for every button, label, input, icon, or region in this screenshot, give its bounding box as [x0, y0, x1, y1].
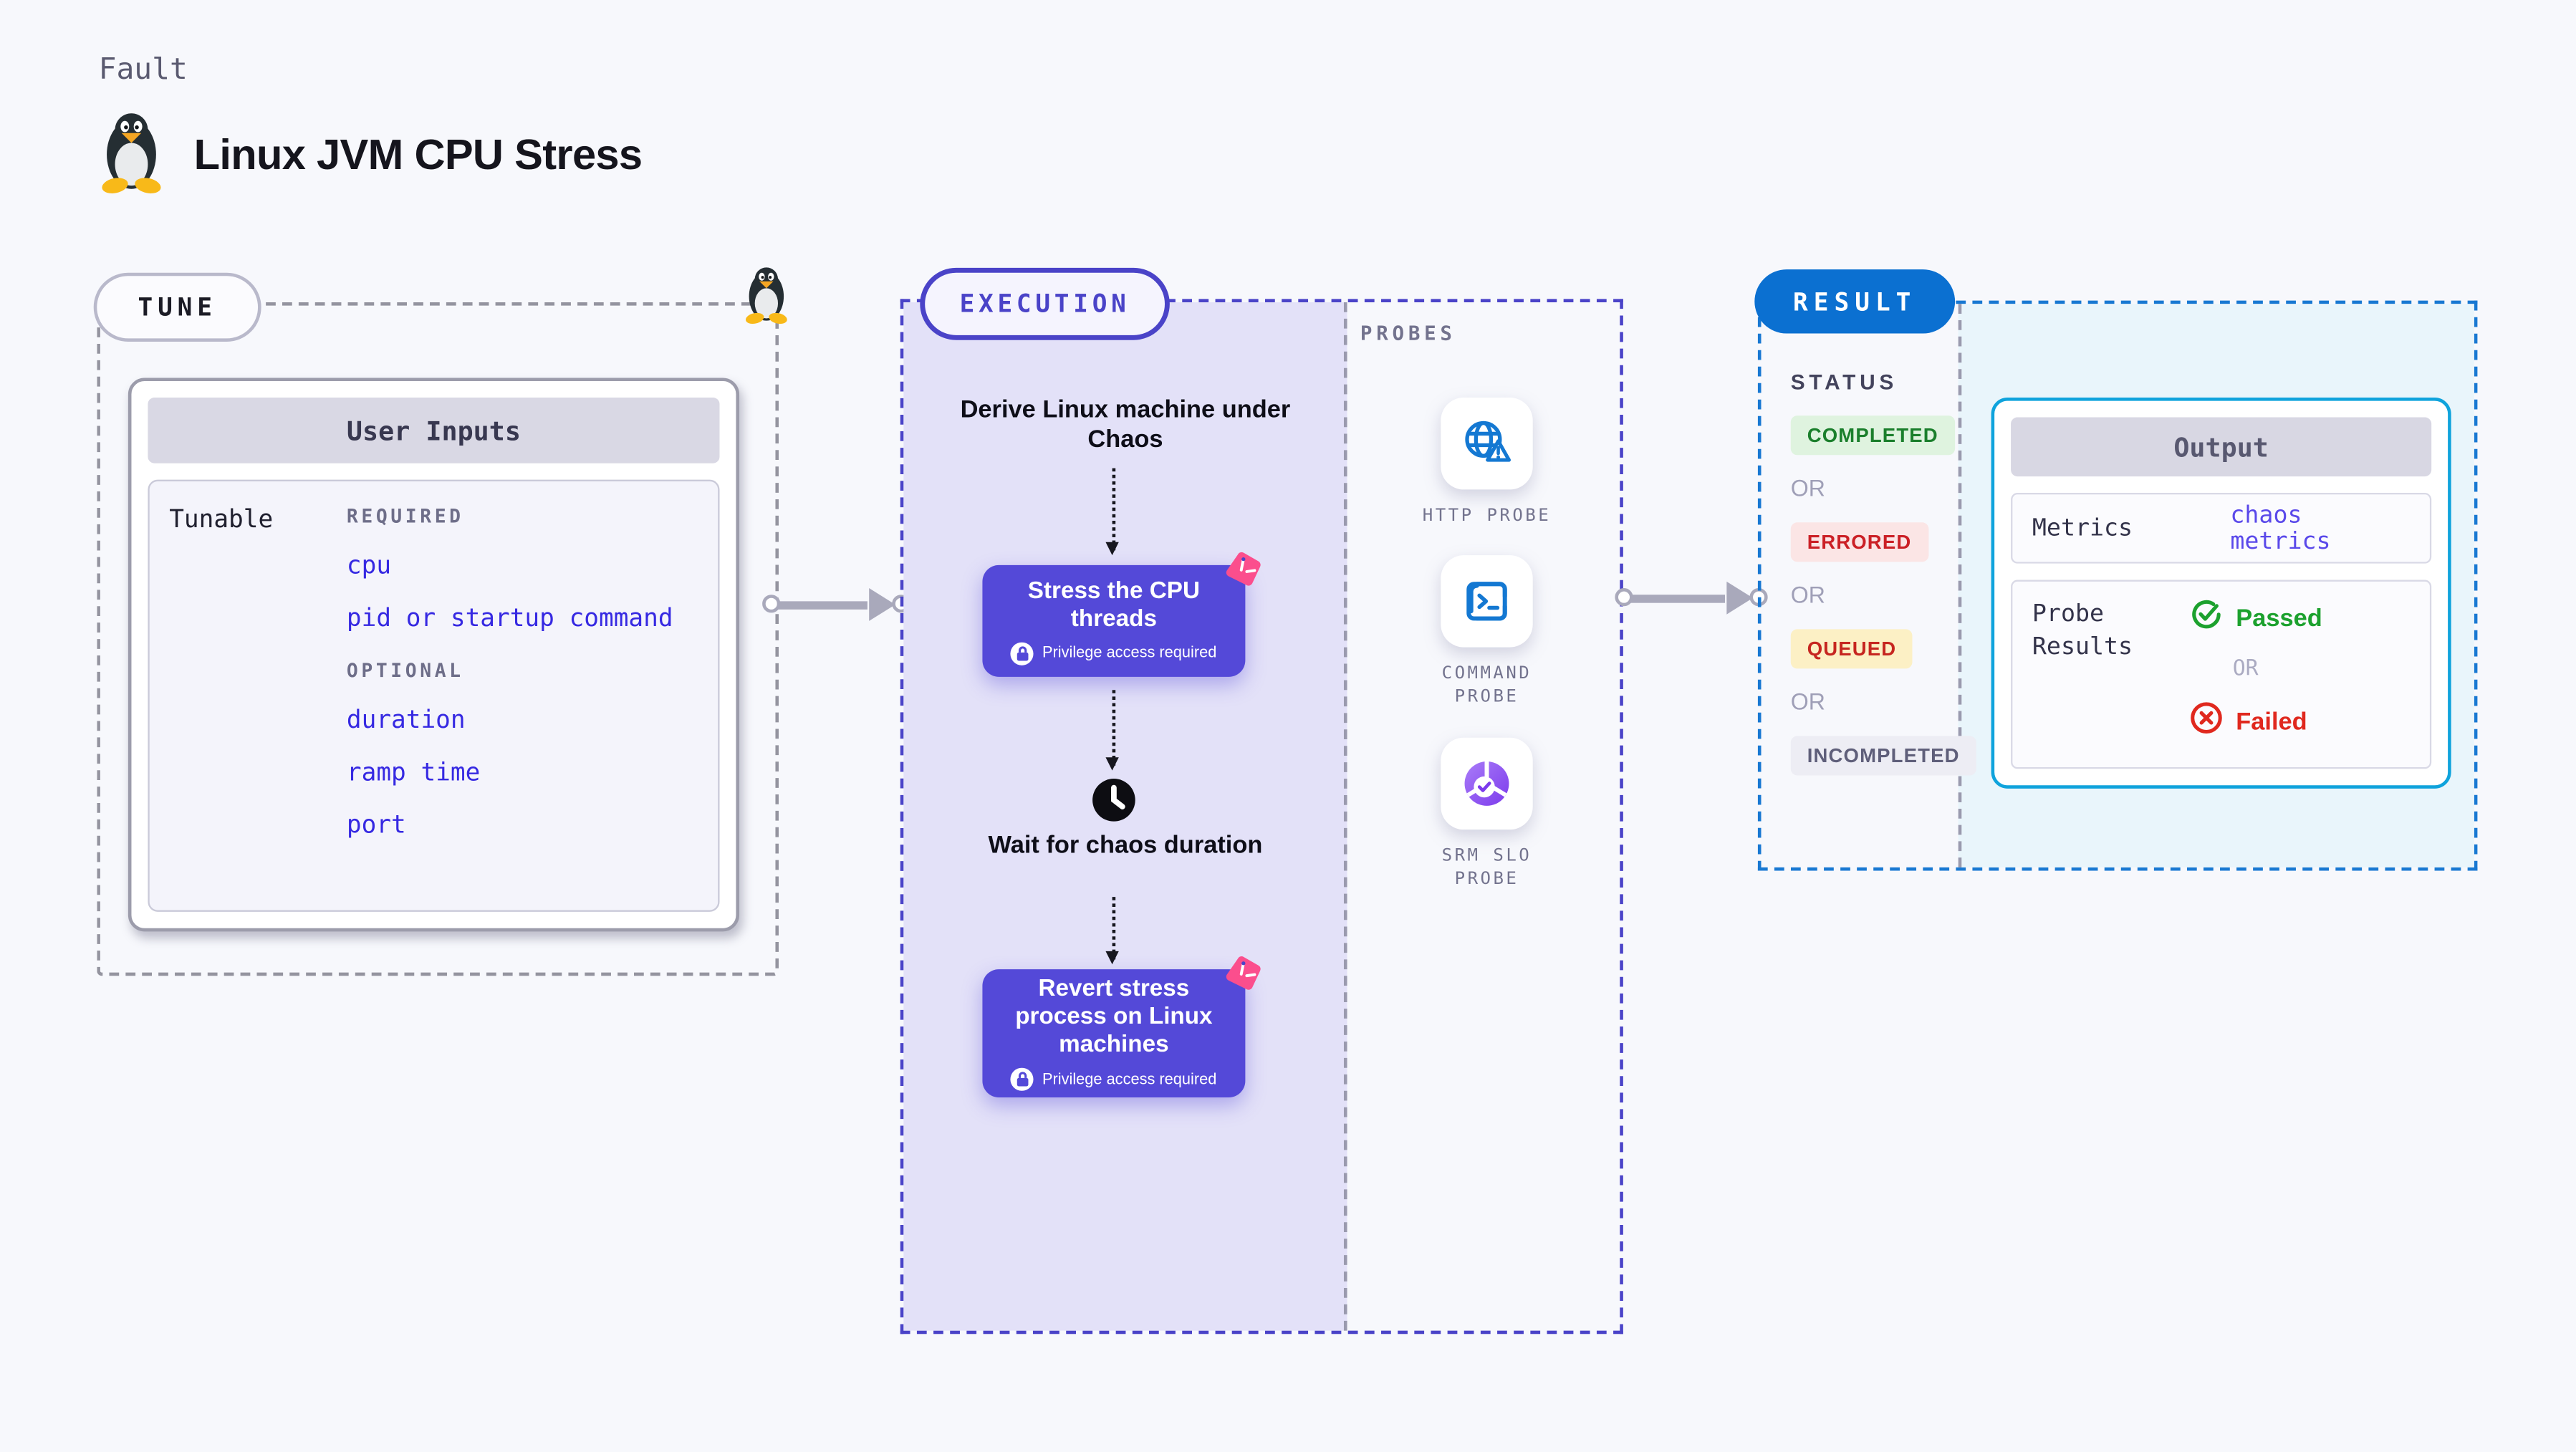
status-badge-errored: ERRORED	[1790, 522, 1928, 562]
terminal-icon	[1441, 555, 1533, 648]
metrics-label: Metrics	[2032, 514, 2133, 542]
tune-to-execution-arrow	[762, 588, 910, 621]
revert-stress-node: Revert stress process on Linux machines …	[982, 956, 1261, 1097]
execution-badge: EXECUTION	[920, 267, 1170, 340]
privilege-note: Privilege access required	[1042, 644, 1217, 663]
flow-arrow-down	[1105, 690, 1119, 771]
optional-label: OPTIONAL	[346, 658, 464, 682]
result-badge: RESULT	[1754, 269, 1956, 334]
flow-arrow-down	[1105, 897, 1119, 965]
wait-step-label: Wait for chaos duration	[988, 831, 1263, 860]
lock-icon	[1011, 641, 1034, 665]
linux-penguin-small-icon	[741, 261, 792, 334]
param-link-cpu[interactable]: cpu	[346, 550, 392, 580]
user-inputs-header: User Inputs	[148, 397, 720, 463]
param-link-ramp-time[interactable]: ramp time	[346, 757, 481, 787]
chaos-fault-icon	[1224, 550, 1262, 595]
or-label: OR	[1790, 581, 1825, 608]
or-label: OR	[1790, 688, 1825, 715]
user-inputs-body: Tunable REQUIRED cpu pid or startup comm…	[148, 479, 720, 912]
linux-penguin-icon	[95, 108, 168, 200]
execution-section-box: Derive Linux machine under Chaos Stress …	[900, 299, 1623, 1335]
or-label: OR	[1790, 474, 1825, 501]
arrow-head	[1726, 581, 1754, 615]
revert-stress-label: Revert stress process on Linux machines	[1015, 976, 1213, 1058]
check-circle-icon	[2190, 598, 2223, 638]
arrow-head	[869, 588, 895, 621]
output-header: Output	[2011, 417, 2432, 477]
output-card: Output Metrics chaos metrics Probe Resul…	[1991, 397, 2451, 789]
probes-section-label: PROBES	[1360, 322, 1456, 345]
fault-kind-label: Fault	[98, 52, 188, 87]
status-badge-incompleted: INCOMPLETED	[1790, 736, 1976, 776]
arrow-line	[1630, 595, 1726, 602]
chaos-metrics-link[interactable]: chaos metrics	[2230, 501, 2331, 555]
probe-label: HTTP PROBE	[1422, 506, 1552, 526]
execution-to-result-arrow	[1615, 581, 1768, 615]
arrow-line	[777, 601, 868, 609]
user-inputs-card: User Inputs Tunable REQUIRED cpu pid or …	[128, 378, 740, 932]
title-row: Linux JVM CPU Stress	[95, 108, 643, 200]
globe-alert-icon	[1441, 397, 1533, 490]
privilege-note: Privilege access required	[1042, 1070, 1217, 1089]
tune-section-box	[97, 302, 779, 976]
probe-label: COMMAND PROBE	[1441, 663, 1532, 707]
slo-donut-icon	[1441, 737, 1533, 830]
metrics-row: Metrics chaos metrics	[2011, 493, 2432, 564]
required-label: REQUIRED	[346, 504, 464, 528]
param-link-port[interactable]: port	[346, 809, 406, 840]
page-title: Linux JVM CPU Stress	[193, 129, 643, 178]
status-label: STATUS	[1790, 370, 1898, 395]
chaos-fault-icon	[1224, 954, 1262, 999]
flow-arrow-down	[1105, 468, 1119, 556]
stress-cpu-label: Stress the CPU threads	[1027, 577, 1201, 632]
status-badge-completed: COMPLETED	[1790, 415, 1955, 456]
derive-step-label: Derive Linux machine under Chaos	[960, 395, 1291, 453]
status-badge-queued: QUEUED	[1790, 629, 1913, 669]
tune-badge: TUNE	[93, 272, 261, 342]
probe-label: SRM SLO PROBE	[1441, 846, 1532, 889]
failed-label: Failed	[2236, 707, 2307, 736]
probe-results-row: Probe Results Passed OR	[2011, 580, 2432, 769]
passed-label: Passed	[2236, 603, 2322, 632]
param-link-duration[interactable]: duration	[346, 704, 466, 735]
param-link-pid-or-startup-command[interactable]: pid or startup command	[346, 602, 673, 633]
srm-slo-probe: SRM SLO PROBE	[1413, 737, 1560, 890]
command-probe: COMMAND PROBE	[1413, 555, 1560, 708]
stress-cpu-node: Stress the CPU threads Privilege access …	[982, 552, 1261, 677]
clock-icon	[1091, 777, 1137, 830]
x-circle-icon	[2190, 701, 2223, 741]
probe-results-label: Probe Results	[2032, 601, 2133, 660]
lock-icon	[1011, 1067, 1034, 1091]
tunable-row-label: Tunable	[169, 504, 274, 534]
result-section-box: STATUS COMPLETED OR ERRORED OR QUEUED OR…	[1757, 300, 2478, 871]
http-probe: HTTP PROBE	[1413, 397, 1560, 527]
or-label: OR	[2232, 657, 2259, 682]
